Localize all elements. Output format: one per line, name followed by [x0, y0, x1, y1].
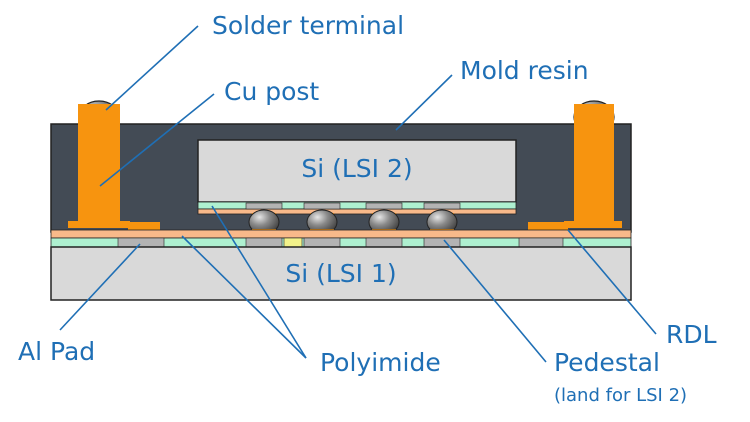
- label-al-pad: Al Pad: [18, 337, 96, 366]
- label-polyimide: Polyimide: [320, 348, 441, 377]
- cu-post-left: [78, 104, 120, 226]
- pedestal: [245, 237, 283, 248]
- rdl-copper-right: [528, 222, 568, 232]
- si-lsi1-die: [50, 246, 632, 301]
- leader-solder-terminal: [105, 25, 199, 111]
- al-pad-right: [518, 237, 564, 248]
- lsi1-rdl-layer: [50, 229, 632, 239]
- label-cu-post: Cu post: [224, 77, 320, 106]
- pedestal: [423, 237, 461, 248]
- lsi2-pad: [365, 202, 403, 210]
- al-pad-left: [117, 237, 165, 248]
- label-solder-terminal: Solder terminal: [212, 11, 405, 40]
- label-si-lsi1: Si (LSI 1): [285, 259, 397, 288]
- leader-cu-post: [99, 93, 215, 187]
- pedestal: [303, 237, 341, 248]
- leader-al-pad: [59, 243, 141, 331]
- leader-pedestal: [443, 239, 547, 363]
- lsi2-pad: [423, 202, 461, 210]
- leader-lines: [59, 25, 657, 363]
- lsi2-rdl: [197, 208, 517, 215]
- leader-rdl: [567, 229, 657, 335]
- cu-post-left-foot: [68, 221, 130, 228]
- label-rdl: RDL: [666, 320, 717, 349]
- label-pedestal: Pedestal: [554, 348, 660, 377]
- leader-polyimide-1: [211, 205, 307, 359]
- label-pedestal-note: (land for LSI 2): [554, 385, 688, 406]
- si-lsi2-die: [197, 139, 517, 203]
- pedestal: [365, 237, 403, 248]
- cu-post-right: [574, 104, 614, 226]
- lsi2-pad: [303, 202, 341, 210]
- via-pad: [283, 237, 303, 248]
- leader-mold-resin: [395, 74, 453, 131]
- lsi2-pad: [245, 202, 283, 210]
- label-mold-resin: Mold resin: [460, 56, 589, 85]
- leader-polyimide-2: [181, 235, 307, 359]
- lsi2-polyimide: [197, 201, 517, 210]
- cu-post-right-foot: [564, 221, 622, 228]
- label-si-lsi2: Si (LSI 2): [301, 154, 413, 183]
